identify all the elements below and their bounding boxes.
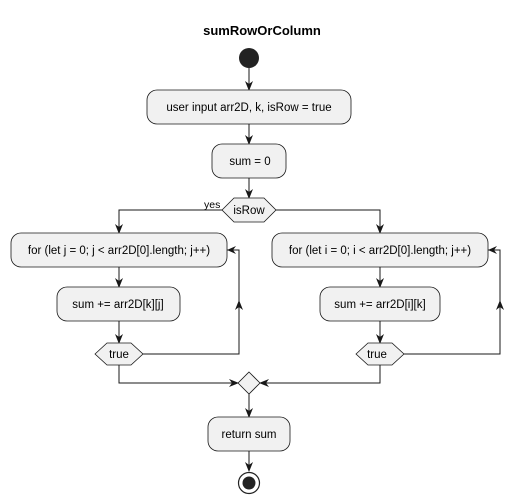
decision-yes-label: yes [204, 199, 220, 211]
init-sum-label: sum = 0 [229, 156, 270, 168]
end-node-inner [242, 476, 256, 490]
loop-right-label: for (let i = 0; i < arr2D[0].length; j++… [289, 245, 471, 257]
input-node-label: user input arr2D, k, isRow = true [166, 102, 331, 114]
edge-yes-branch [115, 209, 222, 234]
edge-left-back-arrowhead [227, 246, 236, 254]
loop-left-label: for (let j = 0; j < arr2D[0].length; j++… [28, 245, 210, 257]
cond-right-label: true [367, 349, 387, 361]
merge-node [237, 371, 261, 395]
body-left-label: sum += arr2D[k][j] [72, 299, 163, 311]
return-label: return sum [222, 429, 277, 441]
body-right-label: sum += arr2D[i][k] [334, 299, 425, 311]
edge-no-branch [276, 209, 384, 234]
decision-label: isRow [233, 205, 265, 217]
edge-left-merge [118, 365, 239, 387]
diagram-title: sumRowOrColumn [203, 23, 321, 38]
start-node [239, 48, 259, 68]
edge-left-up-arrowhead [235, 300, 243, 310]
edge-right-merge [259, 365, 381, 387]
edge-right-back-arrowhead [488, 246, 497, 254]
cond-left-label: true [109, 349, 129, 361]
edge-right-up-arrowhead [496, 300, 504, 310]
